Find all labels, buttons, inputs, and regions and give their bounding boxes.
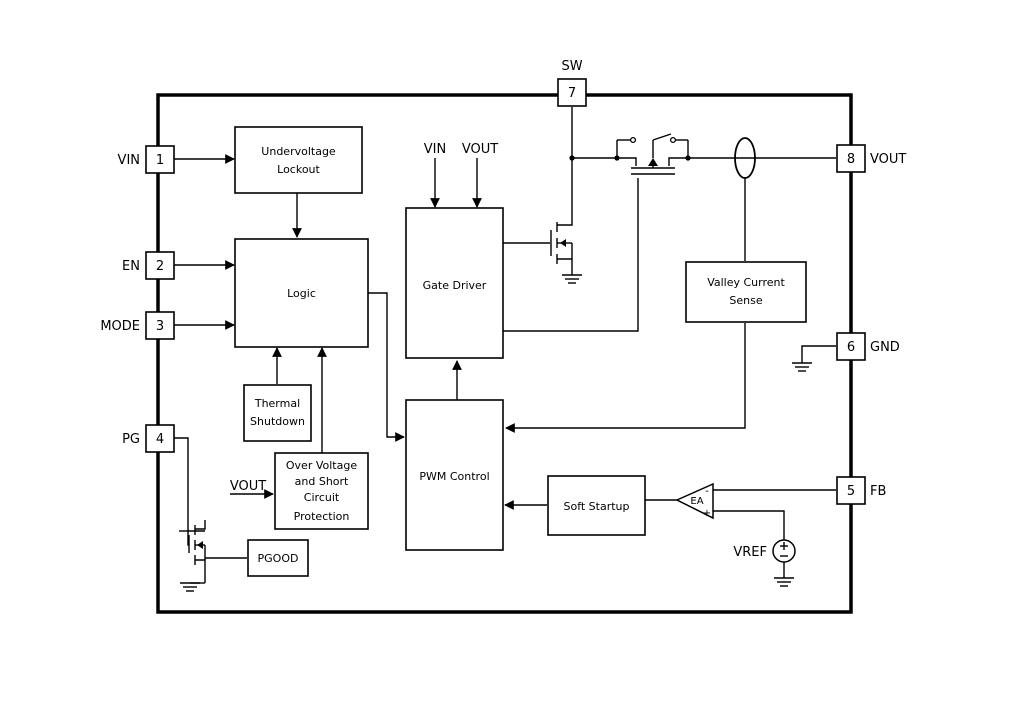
pin-gnd: 6 GND [836, 332, 900, 361]
ovp-label-line4: Protection [294, 510, 350, 523]
error-amplifier-icon: EA - + [675, 482, 714, 520]
ovp-label-line2: and Short [295, 475, 349, 488]
pwm-control-label: PWM Control [419, 470, 489, 483]
pin-fb-number: 5 [847, 484, 855, 499]
high-side-switch-symbol [616, 133, 689, 175]
pin-pg: 4 PG [122, 424, 175, 453]
valley-label-line2: Sense [729, 294, 762, 307]
gate-driver-vout-label: VOUT [462, 142, 498, 157]
pin-vout-number: 8 [847, 152, 855, 167]
ea-label: EA [690, 496, 703, 507]
uvlo-label-line2: Lockout [277, 163, 320, 176]
valley-current-sense-block: Valley Current Sense [685, 261, 807, 323]
ovp-block: Over Voltage and Short Circuit Protectio… [274, 452, 369, 530]
soft-startup-label: Soft Startup [563, 500, 629, 513]
pin-vin: 1 VIN [118, 145, 175, 174]
ea-minus-label: - [705, 486, 709, 497]
pin-sw-label: SW [561, 59, 582, 74]
pin-sw-number: 7 [568, 86, 576, 101]
soft-startup-block: Soft Startup [547, 475, 646, 536]
pin-sw: 7 SW [557, 59, 587, 107]
pin-pg-number: 4 [156, 432, 164, 447]
pin-gnd-number: 6 [847, 340, 855, 355]
gate-driver-block: Gate Driver [405, 207, 504, 359]
current-sense-coil-icon [734, 137, 756, 179]
pin-en-label: EN [122, 259, 140, 274]
low-side-mosfet-symbol [550, 222, 582, 284]
gate-driver-label: Gate Driver [423, 279, 487, 292]
pin-pg-label: PG [122, 432, 140, 447]
logic-label: Logic [287, 287, 316, 300]
pin-mode-label: MODE [100, 319, 140, 334]
thermal-label-line1: Thermal [254, 397, 300, 410]
pin-vout-label: VOUT [870, 152, 906, 167]
pin-mode: 3 MODE [100, 311, 175, 340]
valley-label-line1: Valley Current [707, 276, 785, 289]
pin-vout: 8 VOUT [836, 144, 906, 173]
ovp-label-line1: Over Voltage [286, 459, 357, 472]
pgood-label: PGOOD [258, 552, 299, 565]
wires [174, 107, 836, 540]
pin-en-number: 2 [156, 259, 164, 274]
ovp-label-line3: Circuit [304, 491, 340, 504]
logic-block: Logic [234, 238, 369, 348]
pin-mode-number: 3 [156, 319, 164, 334]
gate-driver-vin-label: VIN [424, 142, 446, 157]
pin-fb-label: FB [870, 484, 886, 499]
uvlo-label-line1: Undervoltage [261, 145, 336, 158]
pin-vin-label: VIN [118, 153, 140, 168]
pin-en: 2 EN [122, 251, 175, 280]
pin-fb: 5 FB [836, 476, 886, 505]
uvlo-block: Undervoltage Lockout [234, 126, 363, 194]
pwm-control-block: PWM Control [405, 399, 504, 551]
ovp-vout-label: VOUT [230, 479, 266, 494]
pgood-block: PGOOD [247, 539, 309, 577]
pin-vin-number: 1 [156, 153, 164, 168]
pg-pulldown-mosfet-symbol [179, 520, 247, 592]
gnd-pin-ground-icon [792, 362, 812, 372]
thermal-shutdown-block: Thermal Shutdown [243, 384, 312, 442]
thermal-label-line2: Shutdown [250, 415, 305, 428]
vref-label: VREF [733, 545, 767, 560]
vref-source-icon [772, 539, 796, 587]
ea-plus-label: + [703, 508, 711, 519]
pin-gnd-label: GND [870, 340, 900, 355]
sw-junction-dot [569, 155, 575, 161]
